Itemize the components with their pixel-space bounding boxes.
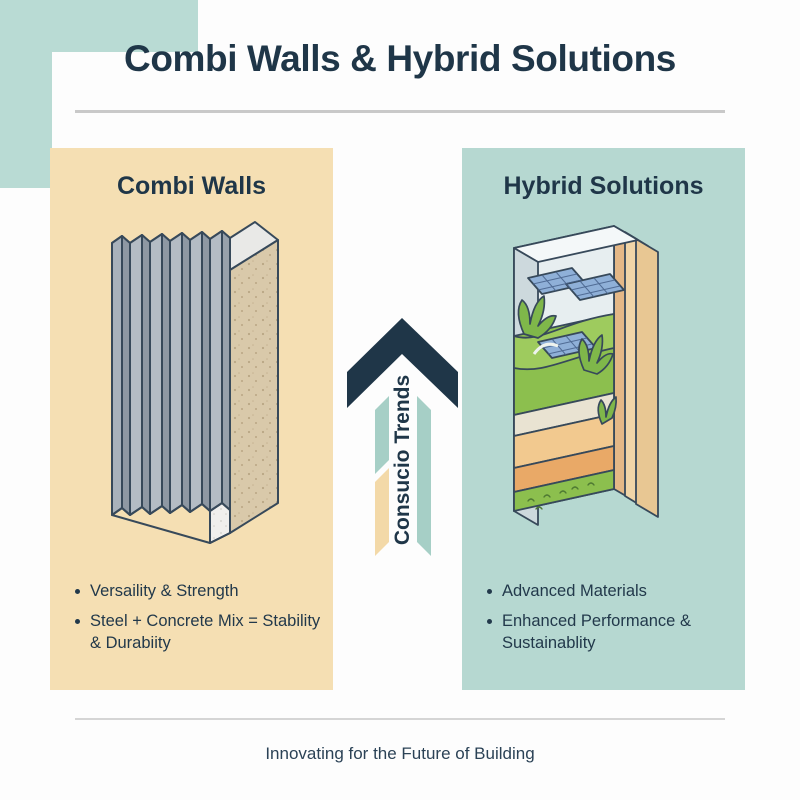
list-item: Versaility & Strength xyxy=(74,581,324,603)
up-arrow-icon xyxy=(347,318,458,556)
hybrid-green-wall-solar-illustration xyxy=(513,225,659,526)
combi-wall-steel-concrete-illustration xyxy=(111,221,279,544)
panel-combi-walls: Combi Walls xyxy=(50,148,333,690)
list-item: Steel + Concrete Mix = Stability & Durab… xyxy=(74,611,324,655)
panel-right-heading: Hybrid Solutions xyxy=(503,172,704,200)
panel-right-bullet-list: Advanced Materials Enhanced Performance … xyxy=(486,581,736,664)
title-divider xyxy=(75,110,725,113)
plant-icon xyxy=(517,295,618,425)
panel-left-heading: Combi Walls xyxy=(116,172,267,200)
footer-divider xyxy=(75,718,725,720)
list-item: Enhanced Performance & Sustainablity xyxy=(486,611,736,655)
solar-panel-icon xyxy=(527,267,625,359)
arrow-label: Consucio Trends xyxy=(390,374,414,546)
corner-arm-vertical xyxy=(0,0,52,188)
center-trend-arrow: Consucio Trends xyxy=(345,310,460,610)
page-title: Combi Walls & Hybrid Solutions xyxy=(124,38,676,79)
panel-left-bullet-list: Versaility & Strength Steel + Concrete M… xyxy=(74,581,324,664)
panel-hybrid-solutions: Hybrid Solutions xyxy=(462,148,745,690)
footer-tagline: Innovating for the Future of Building xyxy=(265,744,535,763)
list-item: Advanced Materials xyxy=(486,581,736,603)
